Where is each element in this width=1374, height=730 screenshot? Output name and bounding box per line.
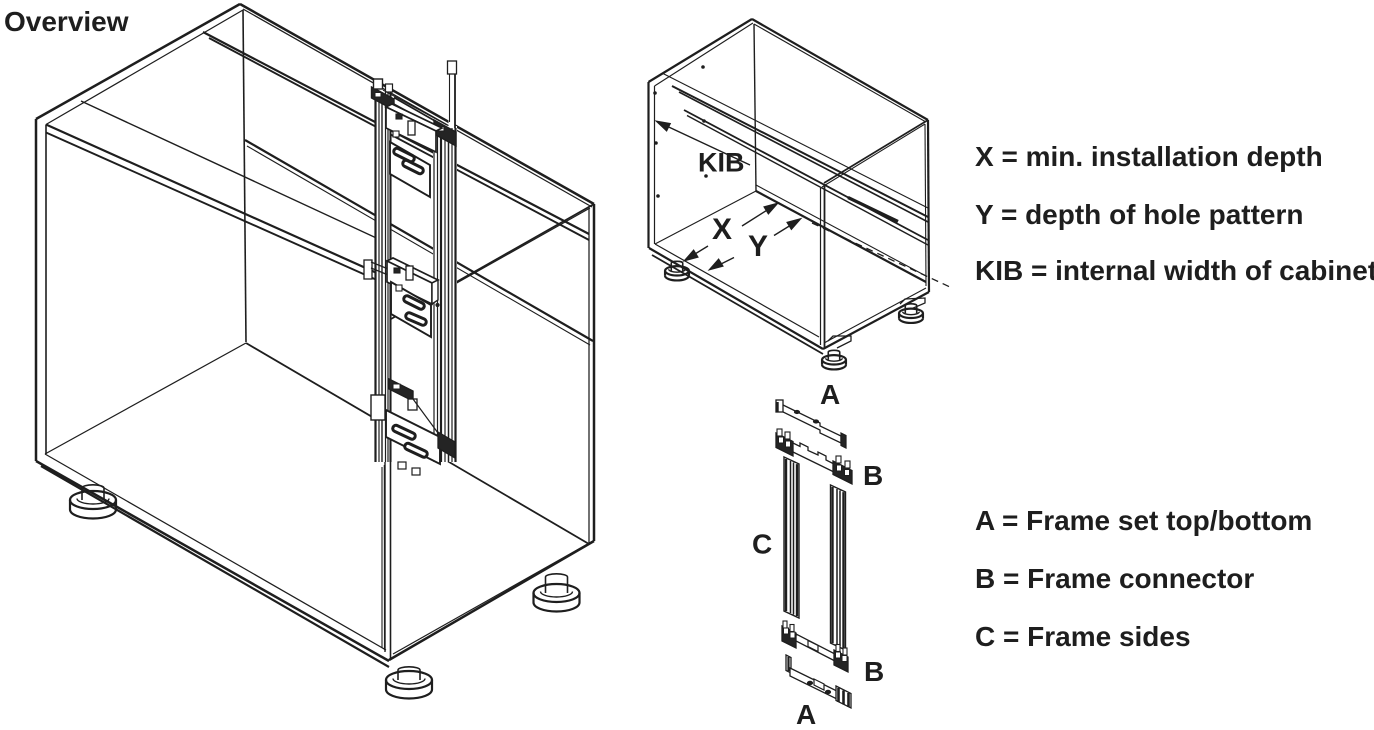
svg-text:B: B [864, 656, 884, 687]
svg-text:X = min. installation depth: X = min. installation depth [975, 141, 1323, 172]
svg-text:A: A [796, 699, 816, 730]
svg-text:A: A [820, 379, 840, 410]
svg-text:A = Frame set top/bottom: A = Frame set top/bottom [975, 505, 1312, 536]
svg-text:C: C [752, 529, 772, 560]
svg-text:Overview: Overview [4, 6, 129, 37]
svg-text:C = Frame sides: C = Frame sides [975, 621, 1191, 652]
svg-text:B: B [863, 460, 883, 491]
svg-text:Y: Y [748, 230, 768, 263]
svg-text:KIB: KIB [698, 148, 745, 178]
svg-text:KIB = internal width of cabine: KIB = internal width of cabinet [975, 255, 1374, 286]
svg-text:X: X [712, 213, 732, 246]
svg-text:Y = depth of hole pattern: Y = depth of hole pattern [975, 199, 1304, 230]
svg-text:B = Frame connector: B = Frame connector [975, 563, 1254, 594]
